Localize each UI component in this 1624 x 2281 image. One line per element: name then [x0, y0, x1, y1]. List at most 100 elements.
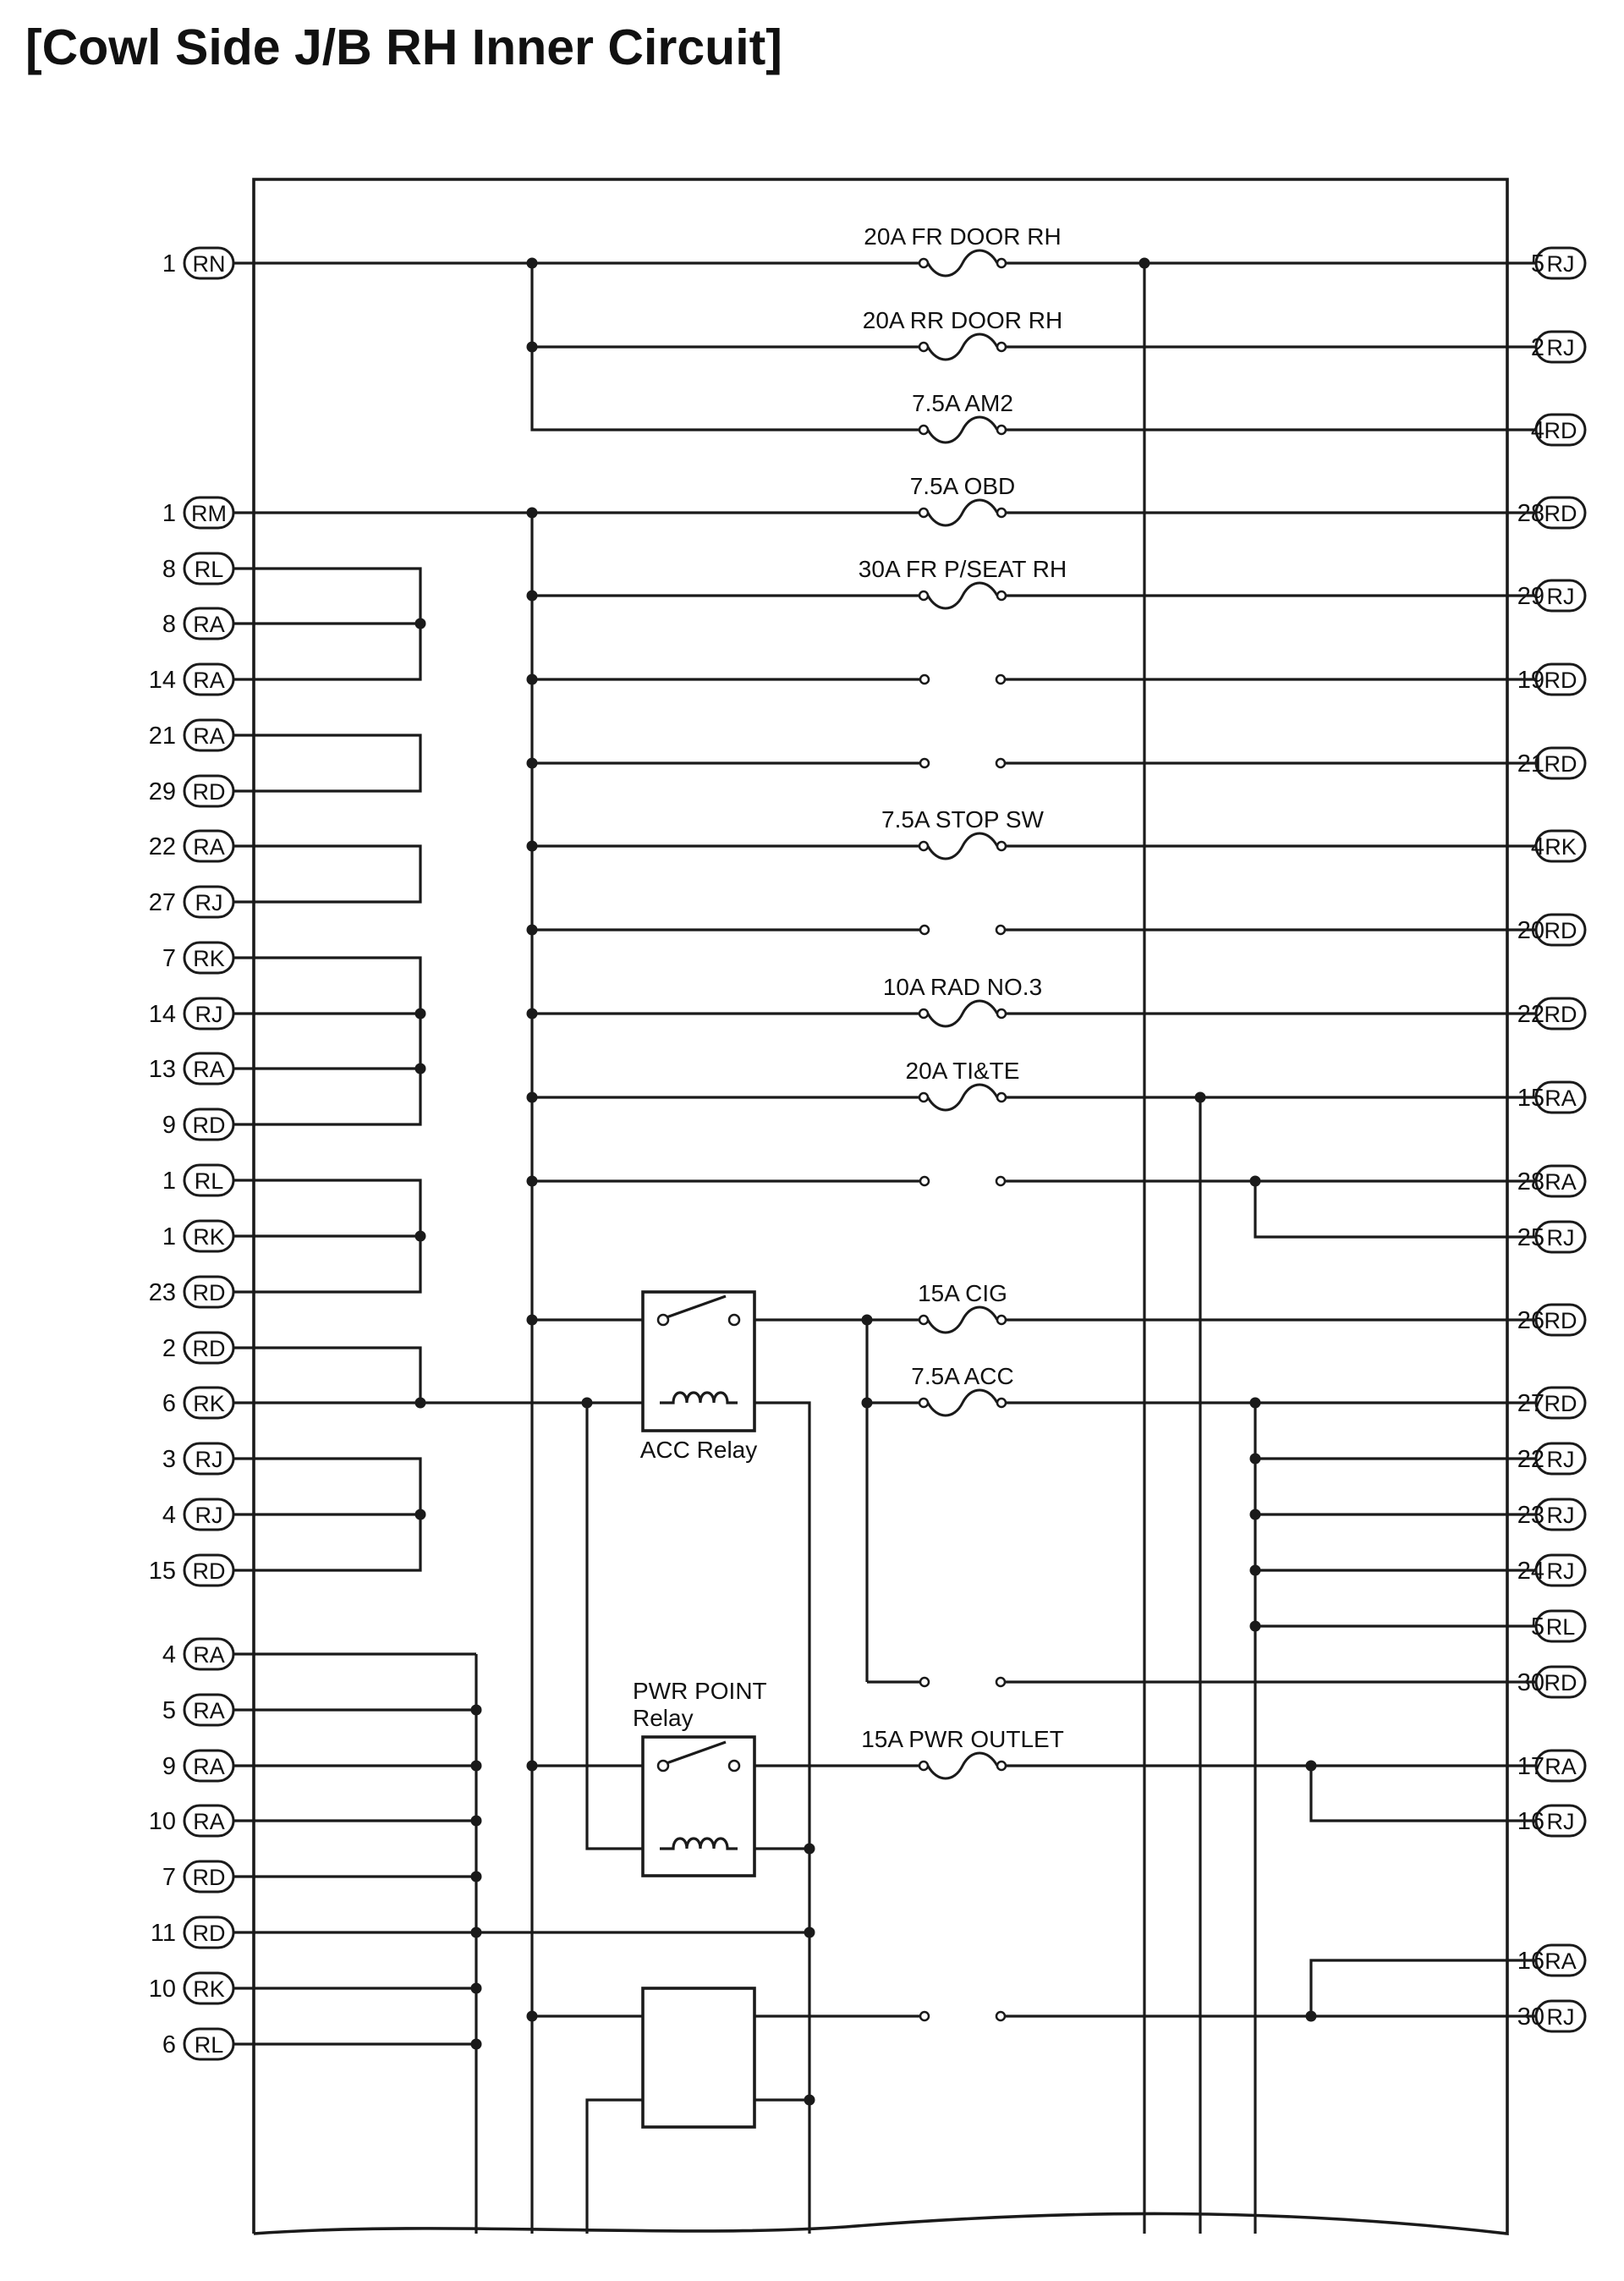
connector-code: RA: [193, 1698, 225, 1723]
connector-code: RD: [1544, 751, 1577, 777]
junction-dot: [470, 1760, 482, 1772]
fuse-symbol: [918, 832, 1007, 860]
open-terminal: [995, 924, 1007, 936]
fuse-label: 7.5A OBD: [910, 473, 1016, 499]
connector-code: RJ: [1547, 1447, 1575, 1472]
open-terminal: [995, 1175, 1007, 1187]
connector-code: RJ: [195, 1447, 223, 1472]
pin-number: 29: [149, 778, 176, 805]
left-terminal: RJ 3: [162, 1442, 254, 1476]
left-terminal: RJ 4: [162, 1498, 254, 1531]
pin-number: 27: [149, 889, 176, 916]
pin-number: 3: [162, 1446, 176, 1473]
connector-code: RD: [1544, 918, 1577, 943]
pin-number: 9: [162, 1753, 176, 1780]
fuse-label: 15A CIG: [918, 1280, 1007, 1306]
left-terminal: RN1: [162, 246, 254, 280]
fuse-symbol: [918, 415, 1007, 444]
right-terminal: RK4: [1507, 829, 1587, 863]
open-terminal: [995, 1676, 1007, 1688]
junction-dot: [470, 1926, 482, 1938]
pin-number: 1: [162, 1168, 176, 1195]
connector-code: RK: [1544, 834, 1577, 860]
pin-number: 15: [149, 1558, 176, 1585]
open-terminal: [919, 757, 930, 769]
connector-code: RA: [193, 612, 225, 637]
connector-code: RN: [193, 251, 226, 277]
fuse-symbol: [918, 1305, 1007, 1334]
junction-dot: [861, 1314, 873, 1326]
pin-number: 4: [1531, 833, 1544, 860]
left-terminals: RN1RM1RL8RA8RA14RA21RD29RA22RJ27RK7RJ14R…: [149, 246, 254, 2061]
right-terminal: RD4: [1507, 413, 1587, 447]
junction-dot: [526, 840, 538, 852]
pin-number: 14: [149, 667, 176, 694]
fuse-symbol: [918, 249, 1007, 278]
connector-code: RD: [193, 1865, 226, 1890]
open-terminal: [995, 673, 1007, 685]
fuse-symbol: [918, 1083, 1007, 1112]
open-terminal: [995, 757, 1007, 769]
fuse-label: 20A FR DOOR RH: [864, 223, 1061, 250]
connector-code: RA: [193, 1754, 225, 1779]
connector-code: RD: [193, 1280, 226, 1305]
pin-number: 4: [162, 1641, 176, 1668]
connector-code: RJ: [195, 890, 223, 915]
connector-code: RA: [1544, 1948, 1577, 1974]
left-terminal: RA8: [162, 607, 254, 640]
junction-dot: [414, 1008, 426, 1020]
left-terminal: RK 6: [162, 1386, 254, 1420]
fuse-label: 20A RR DOOR RH: [863, 307, 1063, 333]
connector-code: RJ: [1547, 2004, 1575, 2030]
pin-number: 4: [1531, 417, 1544, 444]
fuse-symbol: [918, 581, 1007, 610]
open-terminal: [995, 2010, 1007, 2022]
pin-number: 4: [162, 1502, 176, 1529]
junction-block-outline: [252, 178, 1509, 2236]
junction-dot: [1249, 1564, 1261, 1576]
fuse-symbol: [918, 1751, 1007, 1780]
junction-dot: [1305, 1760, 1317, 1772]
pin-number: 10: [149, 1976, 176, 2003]
junction-dot: [470, 1815, 482, 1827]
connector-code: RD: [193, 1336, 226, 1361]
fuse-label: 15A PWR OUTLET: [861, 1726, 1064, 1752]
pin-number: 21: [149, 723, 176, 750]
pwr-point-relay-label-line1: PWR POINT: [633, 1678, 767, 1704]
fuse-symbol: [918, 999, 1007, 1028]
fuse-symbol: [918, 1388, 1007, 1417]
junction-dot: [1138, 257, 1150, 269]
junction-dot: [526, 2010, 538, 2022]
junction-dot: [526, 1008, 538, 1020]
connector-code: RD: [1544, 418, 1577, 443]
pin-number: 1: [162, 1223, 176, 1250]
junction-dot: [1249, 1620, 1261, 1632]
junction-dot: [526, 1760, 538, 1772]
fuse-label: 30A FR P/SEAT RH: [859, 556, 1067, 582]
pin-number: 6: [162, 1390, 176, 1417]
fuse-label: 7.5A AM2: [912, 390, 1013, 416]
junction-dot: [414, 618, 426, 629]
connector-code: RK: [193, 1391, 225, 1416]
junction-dot: [526, 507, 538, 519]
connector-code: RA: [1544, 1754, 1577, 1779]
fuse-symbol: [918, 333, 1007, 361]
connector-code: RJ: [195, 1503, 223, 1528]
junction-dot: [526, 1175, 538, 1187]
connector-code: RD: [193, 1558, 226, 1584]
open-terminal: [919, 673, 930, 685]
circuit-module-box: [641, 1987, 756, 2129]
fuse-label: 20A TI&TE: [906, 1058, 1020, 1084]
